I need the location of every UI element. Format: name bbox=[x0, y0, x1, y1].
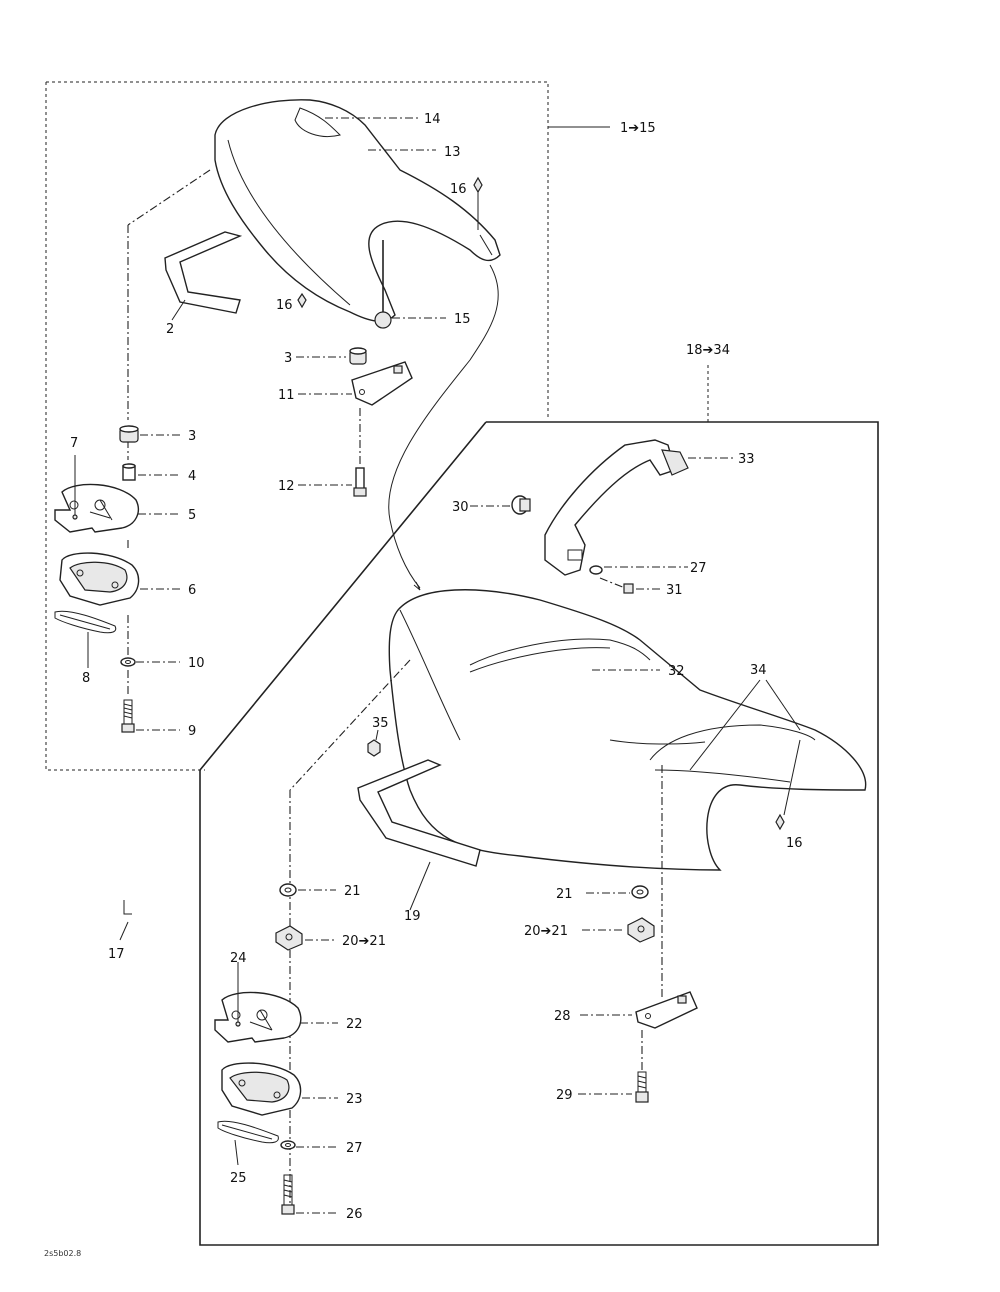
bolt-16-top bbox=[473, 176, 483, 194]
callout-20-21-right: 20➔21 bbox=[524, 924, 568, 939]
screw-31 bbox=[599, 577, 634, 594]
spring-25 bbox=[217, 1120, 279, 1144]
callout-3-latch: 3 bbox=[188, 429, 196, 444]
lower-group-frame bbox=[199, 421, 879, 1246]
callout-33: 33 bbox=[738, 452, 755, 467]
bracket-2 bbox=[164, 231, 243, 314]
latch-plate-22 bbox=[214, 991, 302, 1043]
callout-16-top: 16 bbox=[450, 182, 467, 197]
callout-24: 24 bbox=[230, 951, 247, 966]
stopper-3-upper bbox=[349, 347, 367, 365]
lower-group-label: 18➔34 bbox=[686, 343, 730, 358]
callout-2-top: 2 bbox=[166, 322, 174, 337]
figure-ref: 2s5b02.8 bbox=[44, 1249, 81, 1258]
callout-16-left: 16 bbox=[276, 298, 293, 313]
bolt-16-left bbox=[297, 292, 307, 309]
stopper-3-latch bbox=[119, 425, 139, 443]
assembly-guide-curve bbox=[388, 264, 499, 589]
washer-27-lower bbox=[280, 1140, 296, 1150]
upper-group-frame bbox=[45, 81, 549, 771]
plate-28 bbox=[635, 991, 698, 1029]
callout-30: 30 bbox=[452, 500, 469, 515]
bolt-16-lower bbox=[775, 813, 785, 831]
screw-9 bbox=[121, 699, 135, 733]
latch-plate-5 bbox=[54, 483, 140, 533]
plate-11 bbox=[351, 361, 413, 406]
spring-8 bbox=[54, 610, 117, 634]
spacer-4 bbox=[122, 463, 136, 481]
nut-20-right bbox=[627, 917, 655, 943]
callout-27-lower: 27 bbox=[346, 1141, 363, 1156]
callout-29: 29 bbox=[556, 1088, 573, 1103]
nut-35 bbox=[367, 739, 381, 757]
bracket-19 bbox=[357, 759, 481, 867]
screw-12 bbox=[353, 408, 367, 497]
washer-21-left bbox=[279, 883, 297, 897]
callout-15: 15 bbox=[454, 312, 471, 327]
grommet-15 bbox=[374, 311, 392, 329]
main-seat-32 bbox=[388, 589, 867, 871]
callout-8: 8 bbox=[82, 671, 90, 686]
callout-17: 17 bbox=[108, 947, 125, 962]
callout-35: 35 bbox=[372, 716, 389, 731]
callout-9: 9 bbox=[188, 724, 196, 739]
callout-26: 26 bbox=[346, 1207, 363, 1222]
washer-10 bbox=[120, 657, 136, 667]
callout-20-21-left: 20➔21 bbox=[342, 934, 386, 949]
upper-group-label: 1➔15 bbox=[620, 121, 656, 136]
callout-11: 11 bbox=[278, 388, 295, 403]
nut-20-left bbox=[275, 925, 303, 951]
grab-handle-33 bbox=[544, 439, 689, 576]
tie-17 bbox=[119, 900, 132, 941]
latch-housing-23 bbox=[221, 1062, 302, 1116]
rear-seat-13 bbox=[214, 99, 501, 322]
callout-34: 34 bbox=[750, 663, 767, 678]
callout-19: 19 bbox=[404, 909, 421, 924]
callout-14: 14 bbox=[424, 112, 441, 127]
callout-31: 31 bbox=[666, 583, 683, 598]
screw-29 bbox=[635, 1030, 649, 1103]
callout-21-right: 21 bbox=[556, 887, 573, 902]
callout-28: 28 bbox=[554, 1009, 571, 1024]
callout-3-upper: 3 bbox=[284, 351, 292, 366]
callout-13: 13 bbox=[444, 145, 461, 160]
callout-27-upper: 27 bbox=[690, 561, 707, 576]
callout-25: 25 bbox=[230, 1171, 247, 1186]
callout-10: 10 bbox=[188, 656, 205, 671]
callout-23: 23 bbox=[346, 1092, 363, 1107]
callout-4: 4 bbox=[188, 469, 196, 484]
latch-housing-6 bbox=[59, 552, 140, 606]
bumper-30 bbox=[511, 495, 531, 515]
callout-32: 32 bbox=[668, 664, 685, 679]
callout-16-lower: 16 bbox=[786, 836, 803, 851]
callout-5: 5 bbox=[188, 508, 196, 523]
screw-26 bbox=[281, 1174, 295, 1215]
callout-6: 6 bbox=[188, 583, 196, 598]
washer-21-right bbox=[631, 885, 649, 899]
callout-7: 7 bbox=[70, 436, 78, 451]
washer-27-upper bbox=[589, 565, 603, 575]
callout-12: 12 bbox=[278, 479, 295, 494]
callout-21-left: 21 bbox=[344, 884, 361, 899]
callout-22: 22 bbox=[346, 1017, 363, 1032]
